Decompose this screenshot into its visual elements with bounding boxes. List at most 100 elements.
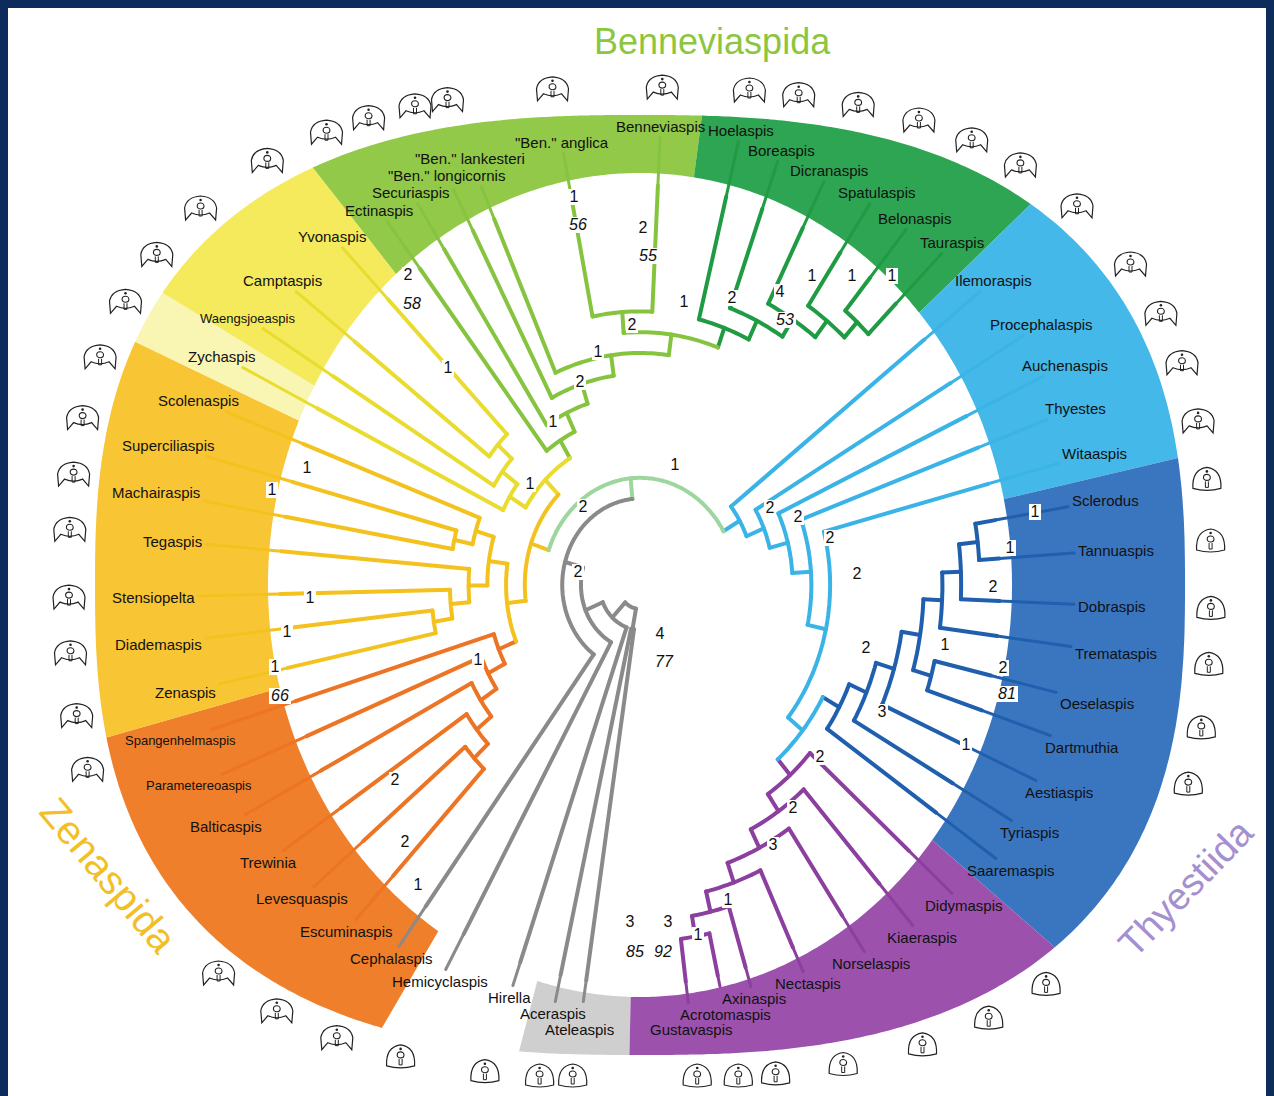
- clade-band: [932, 458, 1185, 947]
- sensory-field: [1187, 786, 1190, 792]
- sensory-field: [1209, 543, 1212, 549]
- support-value: 77: [653, 654, 675, 670]
- sensory-field: [774, 1076, 777, 1082]
- nasohypophysial-opening: [72, 465, 75, 468]
- taxon-name: Norselaspis: [832, 956, 910, 971]
- sensory-field: [325, 134, 328, 140]
- taxon-name: Boreaspis: [748, 143, 815, 158]
- nasohypophysial-opening: [970, 131, 973, 134]
- head-shield-icon: [1187, 716, 1215, 739]
- orbit: [659, 82, 666, 88]
- shield-outline: [1197, 596, 1225, 619]
- orbit: [264, 155, 271, 161]
- taxon-name: Spangenhelmaspis: [125, 734, 236, 747]
- taxon-name: Aestiaspis: [1025, 785, 1093, 800]
- sensory-field: [69, 655, 72, 661]
- leaf-branch: [243, 368, 317, 409]
- support-value: 1: [266, 482, 279, 498]
- support-value: 55: [637, 248, 659, 264]
- nasohypophysial-opening: [1200, 719, 1203, 722]
- branch-arc: [845, 311, 868, 334]
- branch-arc: [728, 829, 789, 863]
- sensory-field: [275, 1013, 278, 1019]
- branch-arc: [581, 568, 611, 643]
- orbit: [412, 101, 419, 107]
- branch: [808, 625, 826, 629]
- sensory-field: [917, 122, 920, 128]
- head-shield-icon: [1193, 467, 1221, 490]
- support-value: 2: [572, 564, 585, 580]
- leaf-branch: [206, 629, 283, 638]
- branch: [844, 322, 857, 337]
- support-value: 1: [301, 460, 314, 476]
- taxon-name: Saaremaspis: [967, 863, 1055, 878]
- orbit: [1204, 474, 1211, 480]
- head-shield-icon: [54, 517, 86, 541]
- orbit: [746, 85, 753, 91]
- taxon-name: Superciliaspis: [122, 438, 215, 453]
- taxon-name: Hemicyclaspis: [392, 974, 488, 989]
- shield-outline: [1061, 194, 1093, 218]
- taxon-name: Stensiopelta: [112, 590, 195, 605]
- leaf-branch: [762, 162, 777, 209]
- shield-outline: [53, 585, 85, 609]
- leaf-branch: [454, 190, 473, 231]
- leaf-branch: [951, 336, 1024, 383]
- taxon-name: Auchenaspis: [1022, 358, 1108, 373]
- branch: [882, 705, 969, 748]
- nasohypophysial-opening: [1076, 197, 1079, 200]
- support-value: 2: [399, 834, 412, 850]
- support-value: 2: [997, 660, 1010, 676]
- orbit: [795, 90, 802, 96]
- branch: [824, 484, 988, 532]
- nasohypophysial-opening: [748, 81, 751, 84]
- branch: [507, 601, 526, 604]
- taxon-name: Trewinia: [240, 855, 296, 870]
- branch-arc: [547, 432, 575, 451]
- taxon-name: Levesquaspis: [256, 891, 348, 906]
- support-value: 1: [722, 892, 735, 908]
- taxon-name: Procephalaspis: [990, 317, 1093, 332]
- shield-outline: [975, 1006, 1003, 1029]
- branch: [681, 939, 686, 982]
- nasohypophysial-opening: [1209, 532, 1212, 535]
- orbit: [1195, 416, 1202, 422]
- branch: [285, 517, 452, 549]
- shield-outline: [471, 1060, 499, 1083]
- leaf-branch: [206, 544, 281, 551]
- branch: [502, 472, 517, 484]
- taxon-name: Zychaspis: [188, 349, 256, 364]
- branch-arc: [556, 353, 669, 373]
- nasohypophysial-opening: [696, 1067, 699, 1070]
- leaf-branch: [726, 142, 738, 197]
- shield-outline: [724, 1064, 752, 1087]
- branch: [611, 355, 614, 376]
- support-value: 1: [846, 268, 859, 284]
- branch: [868, 304, 896, 334]
- nasohypophysial-opening: [857, 95, 860, 98]
- nasohypophysial-opening: [414, 97, 417, 100]
- branch: [751, 829, 760, 848]
- branch-arc: [882, 632, 902, 705]
- sensory-field: [414, 108, 417, 114]
- nasohypophysial-opening: [446, 90, 449, 93]
- branch-arc: [489, 434, 507, 456]
- branch: [768, 228, 803, 304]
- nasohypophysial-opening: [81, 408, 84, 411]
- leaf-branch: [199, 594, 281, 596]
- taxon-name: Camptaspis: [243, 273, 322, 288]
- orbit: [70, 469, 77, 475]
- sensory-field: [921, 1047, 924, 1053]
- sensory-field: [661, 89, 664, 95]
- sensory-field: [842, 1067, 845, 1073]
- sensory-field: [68, 599, 71, 605]
- branch: [476, 531, 494, 537]
- nasohypophysial-opening: [661, 78, 664, 81]
- shield-outline: [1032, 972, 1060, 995]
- taxon-name: Acrotomaspis: [680, 1007, 771, 1022]
- branch: [979, 559, 999, 561]
- leaf-branch: [481, 187, 494, 220]
- sensory-field: [1197, 423, 1200, 429]
- branch-arc: [699, 319, 749, 339]
- branch: [434, 619, 453, 622]
